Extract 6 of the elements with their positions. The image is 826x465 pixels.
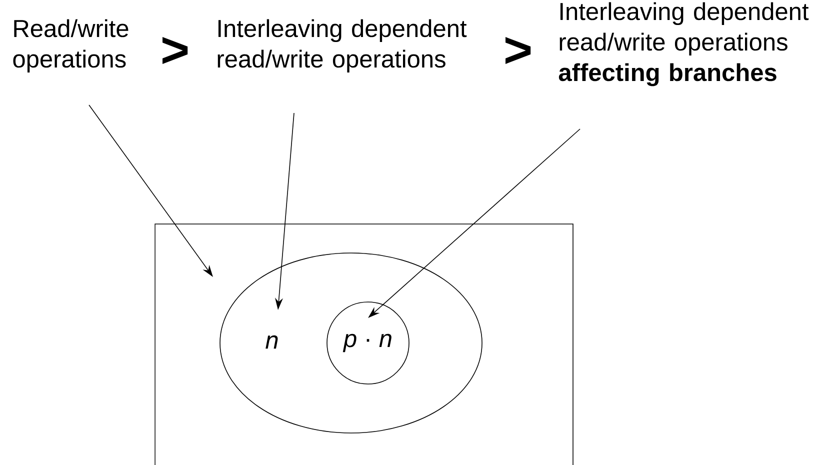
caption-text: Read/write operations xyxy=(13,19,128,73)
caption-text: Interleaving dependent read/write operations affecting branches xyxy=(558,2,809,86)
greater-than-sign: > xyxy=(162,37,188,64)
frame-box xyxy=(154,224,574,465)
caption-text: Interleaving dependent read/write operations xyxy=(218,19,467,73)
greater-than-sign: > xyxy=(506,37,531,64)
